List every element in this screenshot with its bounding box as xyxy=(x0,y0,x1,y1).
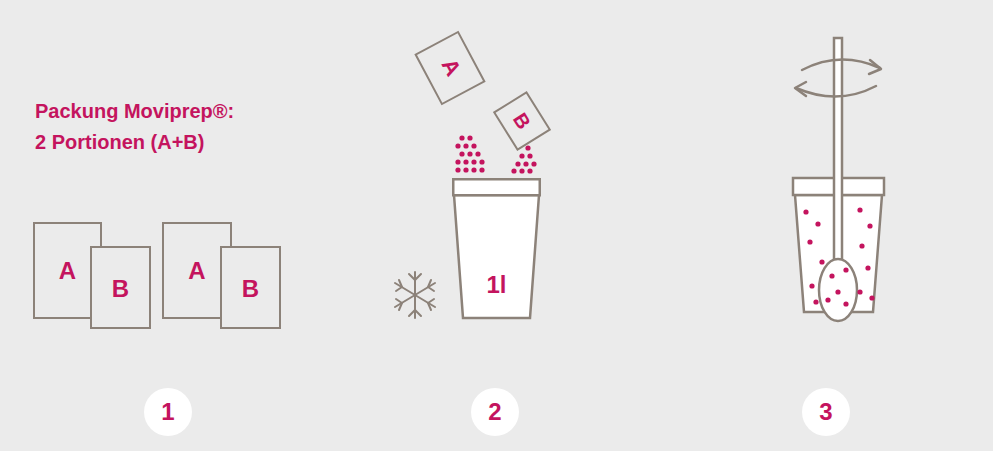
node-text: B xyxy=(112,276,129,302)
rotation-arrows xyxy=(795,59,881,96)
node-text: A xyxy=(188,258,205,284)
node-text: B xyxy=(242,276,259,302)
node-text: 1l xyxy=(486,272,506,298)
step-number-circle: 3 xyxy=(802,388,850,436)
step-number-circle: 1 xyxy=(144,388,192,436)
sachet-box: A xyxy=(414,31,485,106)
spoon xyxy=(819,38,857,321)
node-text: 1 xyxy=(161,399,174,425)
dissolved-dots xyxy=(803,207,874,306)
snowflake-symbol xyxy=(395,272,435,318)
sachet-box: B xyxy=(90,246,151,329)
sachet-box: B xyxy=(220,246,281,329)
node-text: 2 xyxy=(488,399,501,425)
step-number-circle: 2 xyxy=(471,388,519,436)
node-text: B xyxy=(509,109,535,133)
sachet-box: B xyxy=(493,91,551,151)
water-glass: 1l xyxy=(452,178,541,320)
node-text: A xyxy=(436,55,465,80)
pack-heading: Packung Moviprep®: 2 Portionen (A+B) xyxy=(35,96,240,158)
node-text: 3 xyxy=(819,399,832,425)
glass-outline xyxy=(452,178,541,320)
node-text: A xyxy=(59,258,76,284)
